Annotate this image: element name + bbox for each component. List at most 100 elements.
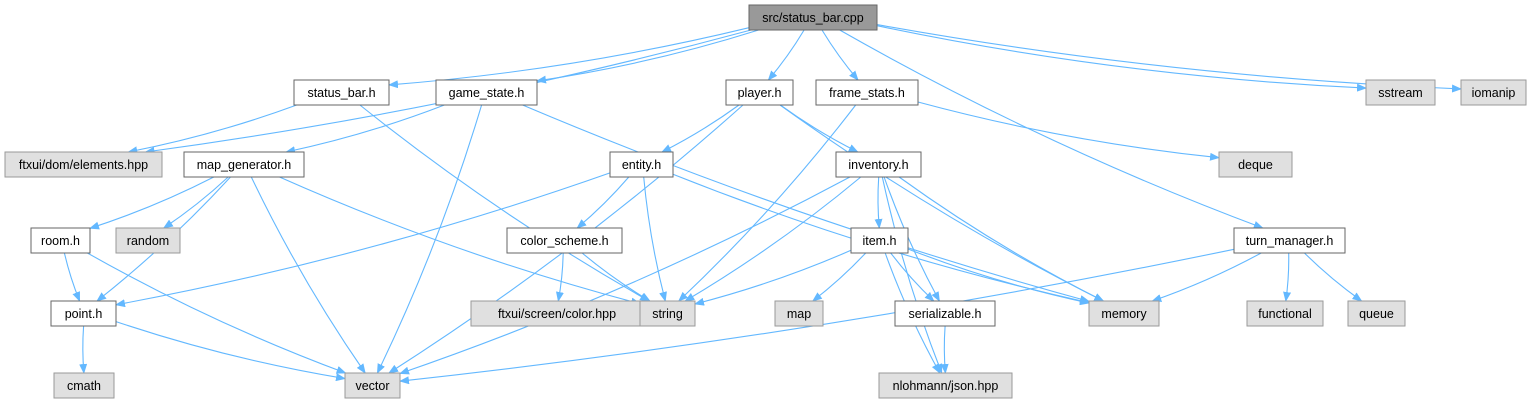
node-string: string [639, 300, 696, 327]
edge-status-bar-cpp-to-game-state-h [536, 29, 759, 84]
edge-item-h-to-map [812, 252, 867, 302]
node-label: map_generator.h [197, 158, 292, 172]
edge-turn-manager-h-to-queue [1304, 252, 1363, 302]
edge-point-h-to-cmath [79, 325, 88, 374]
node-label: deque [1238, 158, 1273, 172]
node-label: player.h [738, 86, 782, 100]
edge-frame-stats-h-to-string [678, 104, 857, 302]
edge-turn-manager-h-to-memory [1151, 252, 1262, 302]
node-turn-manager-h[interactable]: turn_manager.h [1233, 227, 1346, 254]
node-box [1218, 151, 1293, 178]
node-box [835, 151, 922, 178]
node-random: random [115, 227, 181, 254]
node-ftxui-elements: ftxui/dom/elements.hpp [4, 151, 163, 178]
edge-status-bar-cpp-to-turn-manager-h [839, 29, 1264, 229]
edge-status-bar-cpp-to-sstream [876, 25, 1367, 92]
edge-item-h-to-serializable-h [890, 252, 935, 302]
edge-status-bar-cpp-to-player-h [767, 29, 805, 81]
node-inventory-h[interactable]: inventory.h [835, 151, 922, 178]
node-label: point.h [65, 307, 103, 321]
node-color-scheme-h[interactable]: color_scheme.h [506, 227, 623, 254]
node-box [850, 227, 909, 254]
edge-inventory-h-to-serializable-h [883, 176, 940, 302]
node-iomanip: iomanip [1460, 79, 1527, 106]
node-status-bar-h[interactable]: status_bar.h [293, 79, 390, 106]
node-functional: functional [1246, 300, 1324, 327]
node-label: color_scheme.h [520, 234, 608, 248]
node-map-generator-h[interactable]: map_generator.h [183, 151, 305, 178]
edge-point-h-to-vector [115, 321, 346, 382]
node-frame-stats-h[interactable]: frame_stats.h [815, 79, 919, 106]
edge-serializable-h-to-nlohmann-json [940, 325, 949, 374]
node-box [894, 300, 996, 327]
edges-layer [63, 24, 1462, 385]
node-label: nlohmann/json.hpp [893, 379, 999, 393]
node-label: string [652, 307, 683, 321]
edge-inventory-h-to-nlohmann-json [881, 176, 943, 374]
node-label: serializable.h [909, 307, 982, 321]
node-box [183, 151, 305, 178]
edge-color-scheme-h-to-string [581, 252, 651, 302]
node-label: vector [355, 379, 389, 393]
node-sstream: sstream [1365, 79, 1436, 106]
node-label: ftxui/screen/color.hpp [498, 307, 616, 321]
node-box [293, 79, 390, 106]
node-box [1365, 79, 1436, 106]
node-item-h[interactable]: item.h [850, 227, 909, 254]
node-label: functional [1258, 307, 1312, 321]
edge-game-state-h-to-vector [376, 104, 483, 374]
node-label: room.h [41, 234, 80, 248]
nodes-layer: src/status_bar.cpp status_bar.h game_state… [4, 4, 1527, 399]
node-entity-h[interactable]: entity.h [609, 151, 674, 178]
node-label: game_state.h [449, 86, 525, 100]
node-box [470, 300, 644, 327]
node-nlohmann-json: nlohmann/json.hpp [878, 372, 1013, 399]
edge-game-state-h-to-map-generator-h [285, 104, 445, 155]
node-box [1246, 300, 1324, 327]
node-box [878, 372, 1013, 399]
node-box [344, 372, 401, 399]
edge-map-generator-h-to-string [279, 176, 641, 306]
edge-color-scheme-h-to-ftxui-color [556, 252, 564, 302]
node-label: sstream [1378, 86, 1422, 100]
node-box [435, 79, 538, 106]
edge-inventory-h-to-item-h [874, 176, 883, 229]
node-box [1347, 300, 1406, 327]
edge-player-h-to-entity-h [661, 104, 740, 153]
node-box [725, 79, 794, 106]
edge-map-generator-h-to-random [162, 176, 229, 229]
node-player-h[interactable]: player.h [725, 79, 794, 106]
edge-entity-h-to-string [643, 176, 667, 302]
edge-room-h-to-vector [87, 252, 347, 374]
node-label: inventory.h [848, 158, 908, 172]
node-label: turn_manager.h [1246, 234, 1334, 248]
node-point-h[interactable]: point.h [50, 300, 117, 327]
edge-item-h-to-string [694, 249, 852, 306]
node-box [815, 79, 919, 106]
edge-map-generator-h-to-vector [250, 176, 366, 374]
node-box [639, 300, 696, 327]
node-ftxui-color: ftxui/screen/color.hpp [470, 300, 644, 327]
edge-status-bar-cpp-to-iomanip [876, 24, 1462, 93]
node-label: queue [1359, 307, 1394, 321]
node-label: src/status_bar.cpp [762, 11, 863, 25]
node-status-bar-cpp[interactable]: src/status_bar.cpp [748, 4, 878, 31]
node-game-state-h[interactable]: game_state.h [435, 79, 538, 106]
node-map: map [774, 300, 824, 327]
node-box [30, 227, 91, 254]
node-serializable-h[interactable]: serializable.h [894, 300, 996, 327]
edge-room-h-to-point-h [63, 252, 81, 302]
node-box [53, 372, 115, 399]
node-label: item.h [862, 234, 896, 248]
edge-item-h-to-memory [907, 248, 1090, 306]
edge-status-bar-h-to-ftxui-elements [127, 104, 297, 155]
node-box [1088, 300, 1160, 327]
edge-entity-h-to-point-h [115, 172, 611, 308]
node-box [774, 300, 824, 327]
edge-entity-h-to-color-scheme-h [576, 176, 630, 229]
node-room-h[interactable]: room.h [30, 227, 91, 254]
edge-map-generator-h-to-room-h [89, 176, 215, 230]
node-vector: vector [344, 372, 401, 399]
node-box [115, 227, 181, 254]
